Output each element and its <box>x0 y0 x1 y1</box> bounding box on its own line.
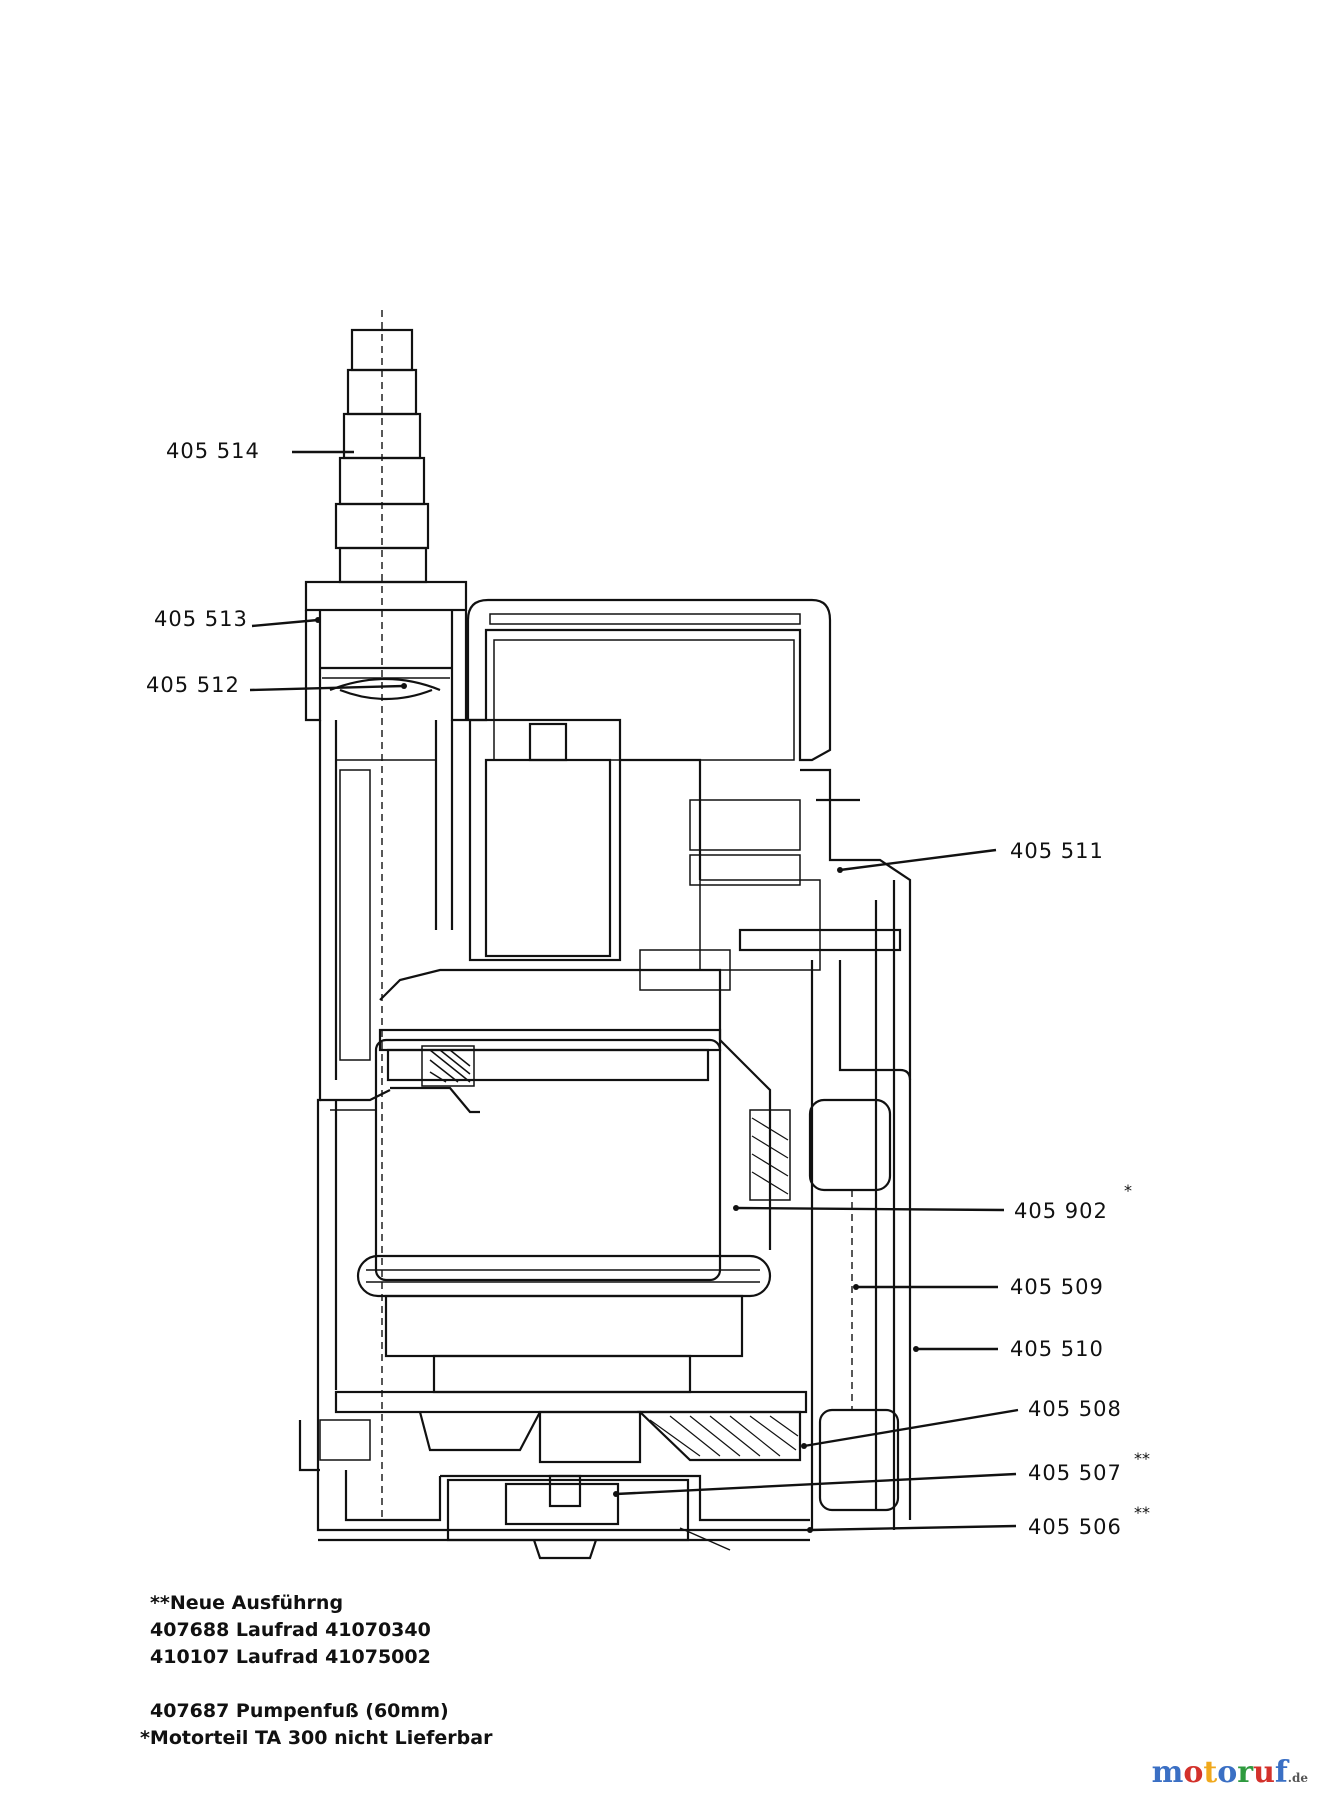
label-405-510: 405 510 <box>1010 1337 1104 1361</box>
float-tube-drawing <box>808 880 912 1530</box>
note-pump-foot: 407687 Pumpenfuß (60mm) <box>150 1700 449 1722</box>
watermark-letter: o <box>1183 1755 1204 1790</box>
watermark-letter: f <box>1274 1755 1288 1790</box>
watermark-letter: u <box>1253 1755 1275 1790</box>
outlet-cap-drawing <box>304 580 468 722</box>
note-new-version: **Neue Ausführng <box>150 1592 344 1614</box>
impeller-drawing <box>298 1390 808 1472</box>
note-motor-unavailable: *Motorteil TA 300 nicht Lieferbar <box>140 1727 493 1749</box>
leader-405-511 <box>839 848 997 872</box>
capacitor-housing-drawing <box>468 718 801 962</box>
label-405-508: 405 508 <box>1028 1397 1122 1421</box>
watermark-letter: m <box>1151 1755 1184 1790</box>
pump-foot-drawing <box>318 1470 810 1560</box>
outer-housing-drawing <box>316 1080 810 1532</box>
leader-405-902 <box>735 1206 1005 1212</box>
parts-notes: **Neue Ausführng 407688 Laufrad 41070340… <box>140 1590 492 1752</box>
watermark-letter: o <box>1217 1755 1238 1790</box>
motor-body-drawing <box>356 968 791 1394</box>
motoruf-watermark-logo: motoruf.de <box>1152 1755 1308 1790</box>
label-405-902: 405 902 <box>1014 1199 1108 1223</box>
label-405-511: 405 511 <box>1010 839 1104 863</box>
mark-405-507: ** <box>1134 1449 1150 1468</box>
mark-405-506: ** <box>1134 1503 1150 1522</box>
handle-frame-drawing <box>466 598 832 762</box>
riser-pipe-drawing <box>318 720 454 1080</box>
note-impeller-1: 407688 Laufrad 41070340 <box>150 1619 431 1641</box>
leader-405-512 <box>249 684 405 692</box>
watermark-suffix: .de <box>1287 1771 1308 1785</box>
leader-405-513 <box>251 618 319 628</box>
leader-405-506 <box>809 1524 1017 1532</box>
note-impeller-2: 410107 Laufrad 41075002 <box>150 1646 431 1668</box>
label-405-512: 405 512 <box>146 673 240 697</box>
label-405-507: 405 507 <box>1028 1461 1122 1485</box>
label-405-513: 405 513 <box>154 607 248 631</box>
leader-405-508 <box>803 1408 1019 1448</box>
label-405-509: 405 509 <box>1010 1275 1104 1299</box>
mark-405-902: * <box>1124 1181 1132 1200</box>
watermark-letter: t <box>1203 1755 1218 1790</box>
leader-405-507 <box>615 1472 1017 1496</box>
leader-end-dots <box>315 617 919 1533</box>
label-405-506: 405 506 <box>1028 1515 1122 1539</box>
switch-assembly-drawing <box>639 768 912 1520</box>
watermark-letter: r <box>1237 1755 1254 1790</box>
label-405-514: 405 514 <box>166 439 260 463</box>
